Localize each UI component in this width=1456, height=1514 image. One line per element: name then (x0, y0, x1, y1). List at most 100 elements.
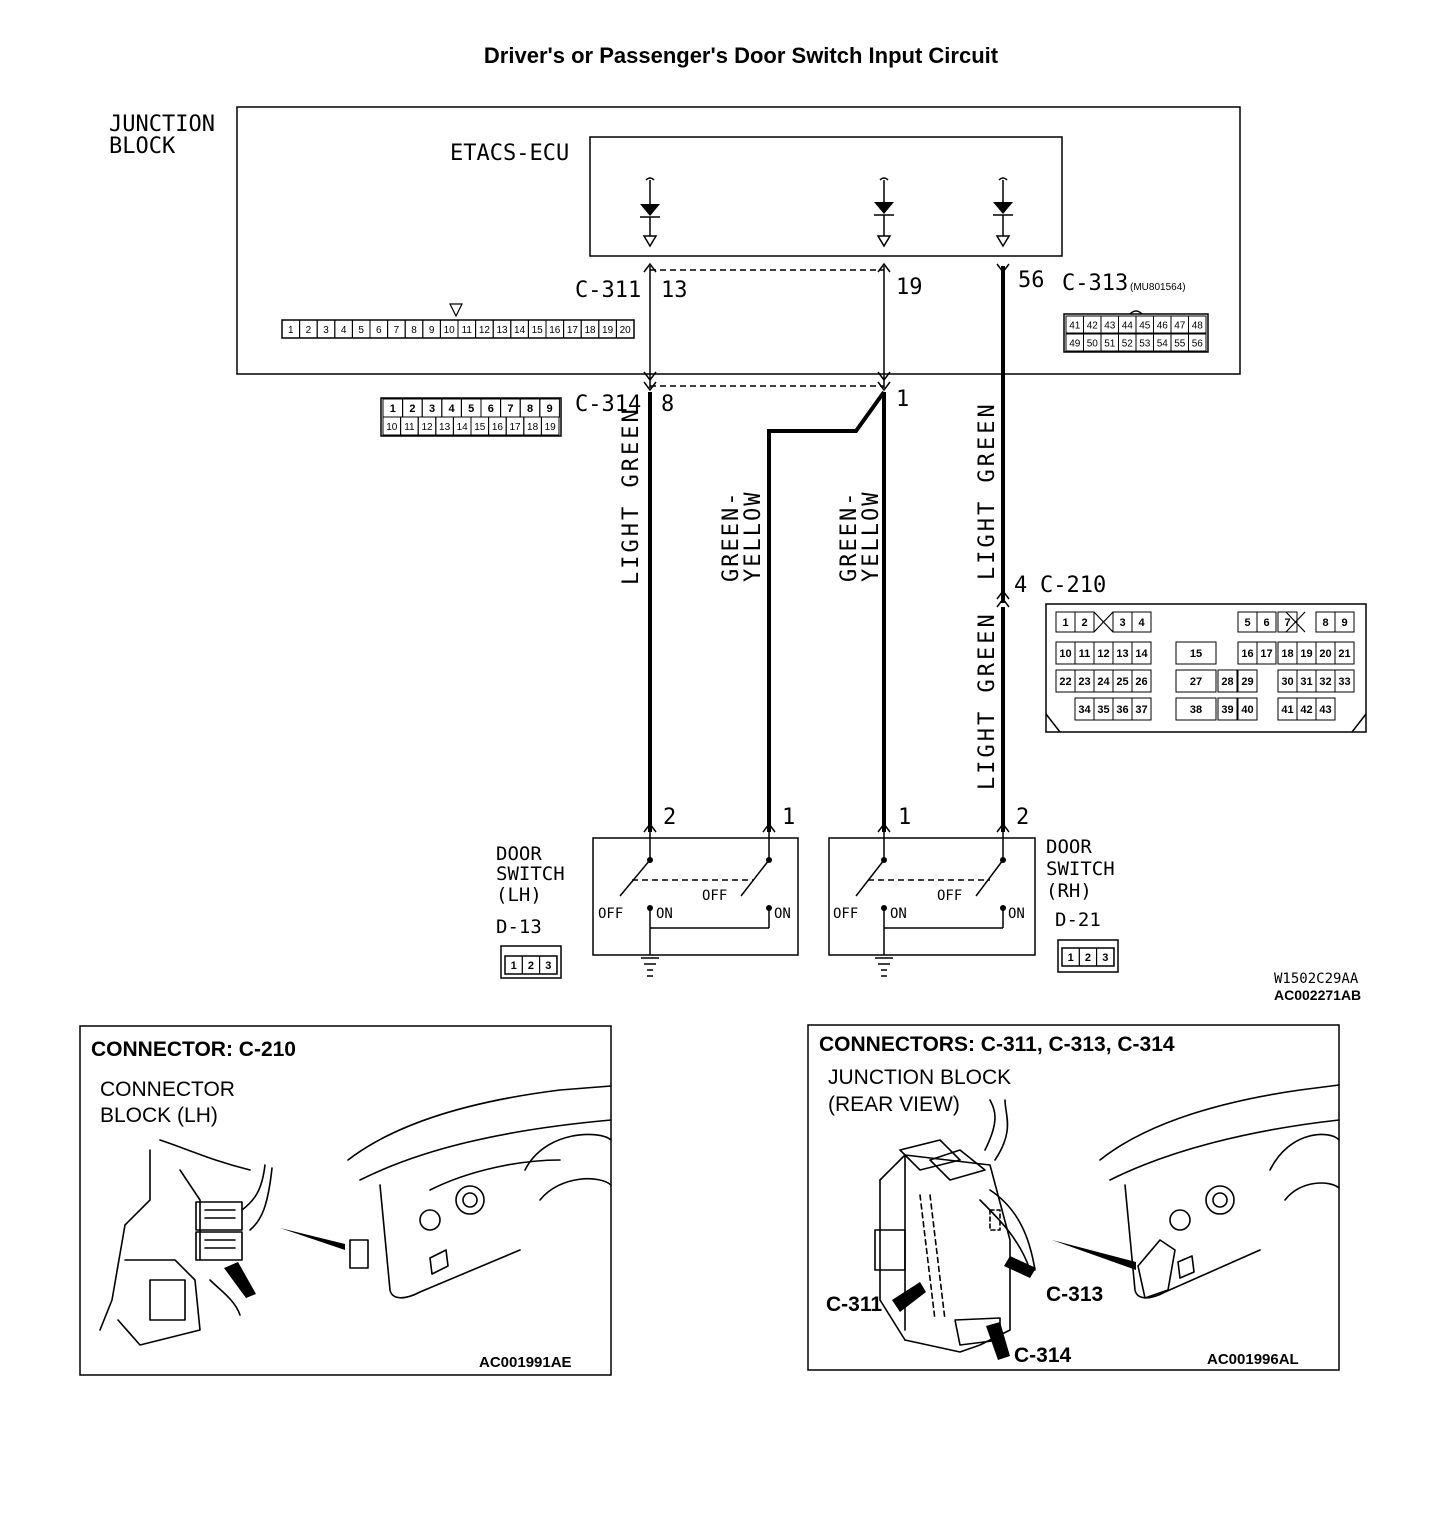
diagram-title: Driver's or Passenger's Door Switch Inpu… (484, 43, 999, 68)
pin-number: 49 (1069, 339, 1081, 350)
rh-switch-pin-1: 1 (898, 805, 911, 830)
pin-number: 2 (409, 403, 415, 415)
junction-block-sketch (874, 1099, 1036, 1360)
pin-number: 20 (620, 325, 632, 336)
junction-block-label-1: JUNCTION (109, 112, 215, 137)
pin-number: 3 (323, 325, 329, 336)
ground-icon (875, 957, 893, 977)
pin-number: 18 (584, 325, 596, 336)
panel-c210-heading: CONNECTOR: C-210 (91, 1038, 296, 1061)
pin-number: 50 (1087, 339, 1099, 350)
pin-cell (1074, 611, 1095, 633)
pin-cell (539, 955, 558, 975)
lh-switch-on-2: ON (774, 906, 791, 922)
pin-number: 19 (602, 325, 614, 336)
pin-cell (1096, 947, 1115, 967)
figure-code-1: W1502C29AA (1274, 971, 1359, 987)
pin-number: 7 (1284, 617, 1290, 629)
lh-switch-label-2: SWITCH (496, 863, 565, 885)
pin-number: 14 (457, 422, 469, 433)
lh-switch-pin-1: 1 (782, 805, 795, 830)
rh-switch-on-2: ON (1008, 906, 1025, 922)
pin-cell (1237, 669, 1258, 693)
lh-switch-on-1: ON (656, 906, 673, 922)
pin-cell (1334, 641, 1355, 665)
pin-number: 3 (429, 403, 435, 415)
panel-c210-label-2: BLOCK (LH) (100, 1104, 218, 1127)
pin-number: 8 (411, 325, 417, 336)
rh-switch-on-1: ON (890, 906, 907, 922)
pin-number: 48 (1192, 321, 1204, 332)
c314-pin-8: 8 (661, 392, 674, 417)
pin-cell (1131, 669, 1152, 693)
dashboard-sketch-right (1052, 1084, 1340, 1299)
pin-number: 12 (421, 422, 433, 433)
pin-cell (1217, 669, 1238, 693)
pin-cell (1217, 697, 1238, 721)
c210-label: C-210 (1040, 573, 1106, 598)
pin-cell (540, 416, 560, 436)
rh-switch-off-1: OFF (833, 906, 858, 922)
pin-number: 1 (390, 403, 396, 415)
pin-cell (1188, 333, 1207, 352)
pin-number: 3 (1102, 952, 1108, 964)
panel-junction-code: AC001996AL (1207, 1351, 1299, 1368)
pin-number: 14 (514, 325, 526, 336)
c313-label: C-313 (1062, 271, 1128, 296)
pin-cell (1131, 611, 1152, 633)
pin-number: 15 (1190, 648, 1202, 660)
etacs-ecu-box (589, 136, 1063, 257)
panel-c210-label-1: CONNECTOR (100, 1078, 235, 1101)
c210-pin-4: 4 (1014, 573, 1027, 598)
pin-number: 11 (1079, 648, 1091, 660)
pin-number: 51 (1104, 339, 1116, 350)
pin-number: 20 (1319, 648, 1331, 660)
wire-label-lh-gy-2: YELLOW (741, 491, 766, 582)
pin-number: 10 (386, 422, 398, 433)
pin-number: 2 (306, 325, 312, 336)
panel-junction-heading: CONNECTORS: C-311, C-313, C-314 (819, 1033, 1175, 1056)
pin-number: 23 (1078, 676, 1090, 688)
junction-block-box (236, 106, 1241, 375)
pin-number: 36 (1116, 704, 1128, 716)
pin-number: 43 (1319, 704, 1331, 716)
callout-c313: C-313 (1046, 1283, 1103, 1306)
pin-cell (615, 319, 635, 339)
pin-number: 9 (1341, 617, 1347, 629)
pin-number: 56 (1192, 339, 1204, 350)
pin-number: 38 (1190, 704, 1202, 716)
blank-pin-mark (1093, 611, 1306, 633)
ground-icon (641, 957, 659, 977)
pin-number: 5 (358, 325, 364, 336)
pin-number: 40 (1241, 704, 1253, 716)
ecu-diode-2 (874, 177, 894, 248)
panel-junction (807, 1024, 1340, 1371)
pin-number: 17 (567, 325, 579, 336)
pin-number: 41 (1281, 704, 1293, 716)
rh-switch-label-1: DOOR (1046, 836, 1092, 858)
pin-number: 3 (545, 960, 551, 972)
door-switch-rh-contacts (855, 857, 1006, 955)
pin-cell (1256, 641, 1277, 665)
pin-number: 18 (527, 422, 539, 433)
lh-switch-connector: D-13 (496, 916, 542, 938)
pin-number: 41 (1069, 321, 1081, 332)
c314-pin-1: 1 (896, 387, 909, 412)
door-switch-rh-box (828, 837, 1036, 956)
pin-number: 28 (1221, 676, 1233, 688)
pin-cell (1277, 611, 1298, 633)
pin-cell (1334, 611, 1355, 633)
pin-number: 6 (1263, 617, 1269, 629)
rh-switch-off-2: OFF (937, 888, 962, 904)
pin-number: 26 (1135, 676, 1147, 688)
pin-cell (1188, 315, 1207, 334)
pin-number: 52 (1122, 339, 1134, 350)
pin-number: 2 (1085, 952, 1091, 964)
pin-number: 1 (1068, 952, 1074, 964)
panel-junction-label-2: (REAR VIEW) (828, 1093, 960, 1116)
pin-number: 18 (1281, 648, 1293, 660)
